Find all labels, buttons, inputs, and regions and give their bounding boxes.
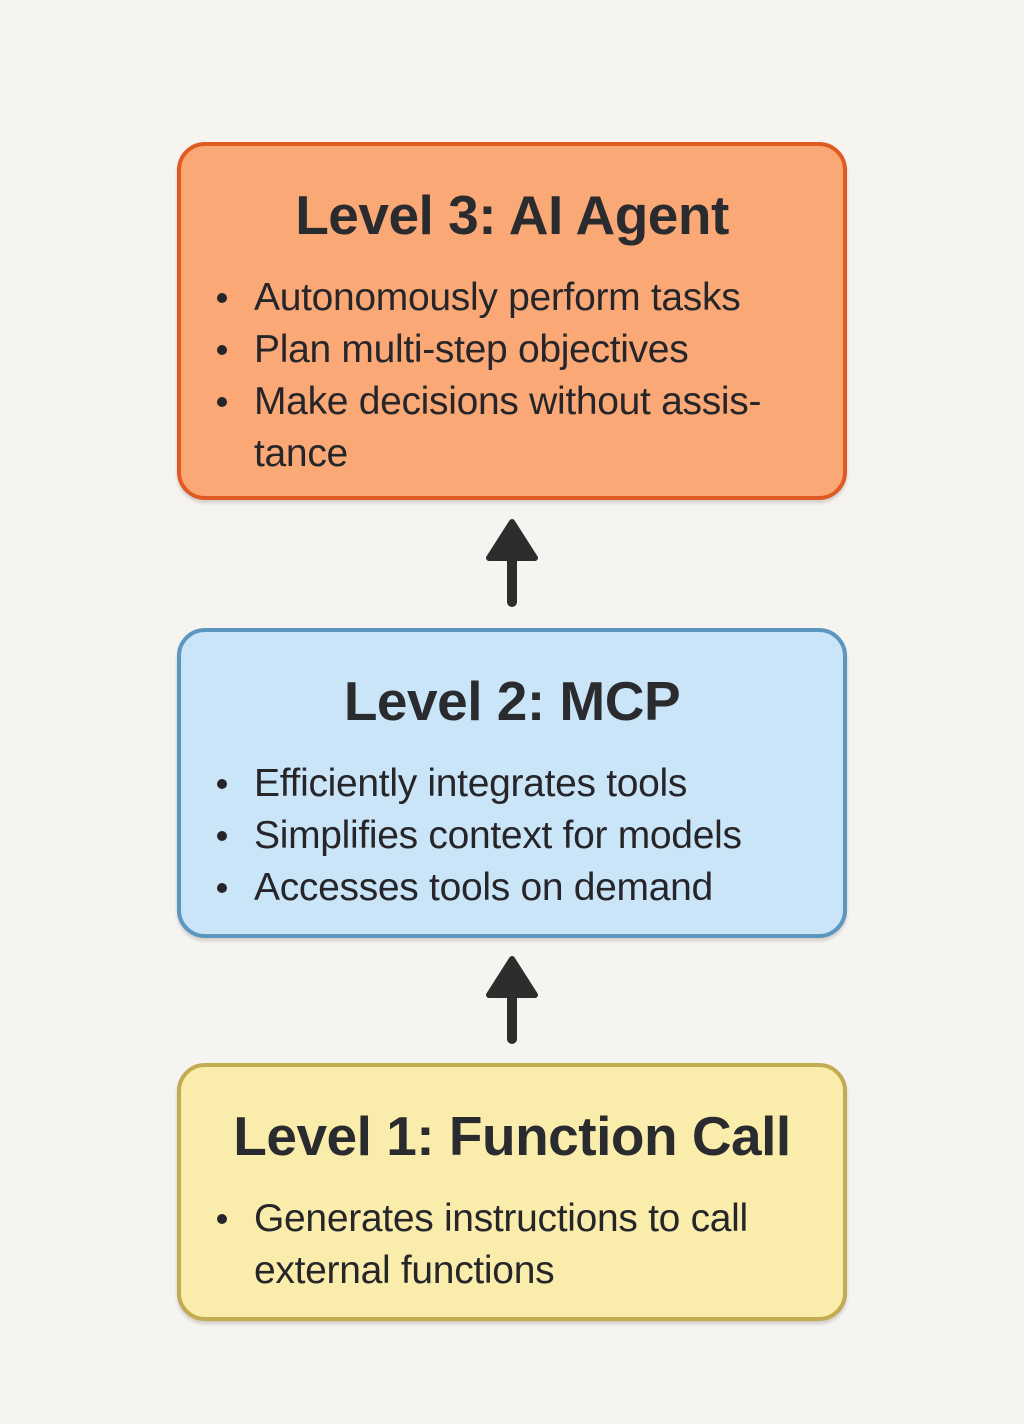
- level-2-title: Level 2: MCP: [343, 670, 681, 732]
- level-1-box: Level 1: Function Call Generates instruc…: [177, 1063, 847, 1321]
- level-1-bullet-list: Generates instructions to call external …: [181, 1193, 843, 1297]
- bullet-item: Accesses tools on demand: [217, 862, 803, 914]
- up-arrow-icon: [484, 938, 540, 1063]
- bullet-item: Efficiently integrates tools: [217, 758, 803, 810]
- bullet-item: Make decisions without assis­tance: [217, 376, 803, 480]
- bullet-item: Plan multi-step objectives: [217, 324, 803, 376]
- bullet-item: Generates instructions to call external …: [217, 1193, 803, 1297]
- up-arrow-icon: [484, 500, 540, 628]
- level-3-title: Level 3: AI Agent: [295, 184, 729, 246]
- bullet-item: Simplifies context for models: [217, 810, 803, 862]
- level-3-box: Level 3: AI Agent Autonomously perform t…: [177, 142, 847, 500]
- level-2-box: Level 2: MCP Efficiently integrates tool…: [177, 628, 847, 938]
- level-1-title: Level 1: Function Call: [233, 1105, 791, 1167]
- bullet-item: Autonomously perform tasks: [217, 272, 803, 324]
